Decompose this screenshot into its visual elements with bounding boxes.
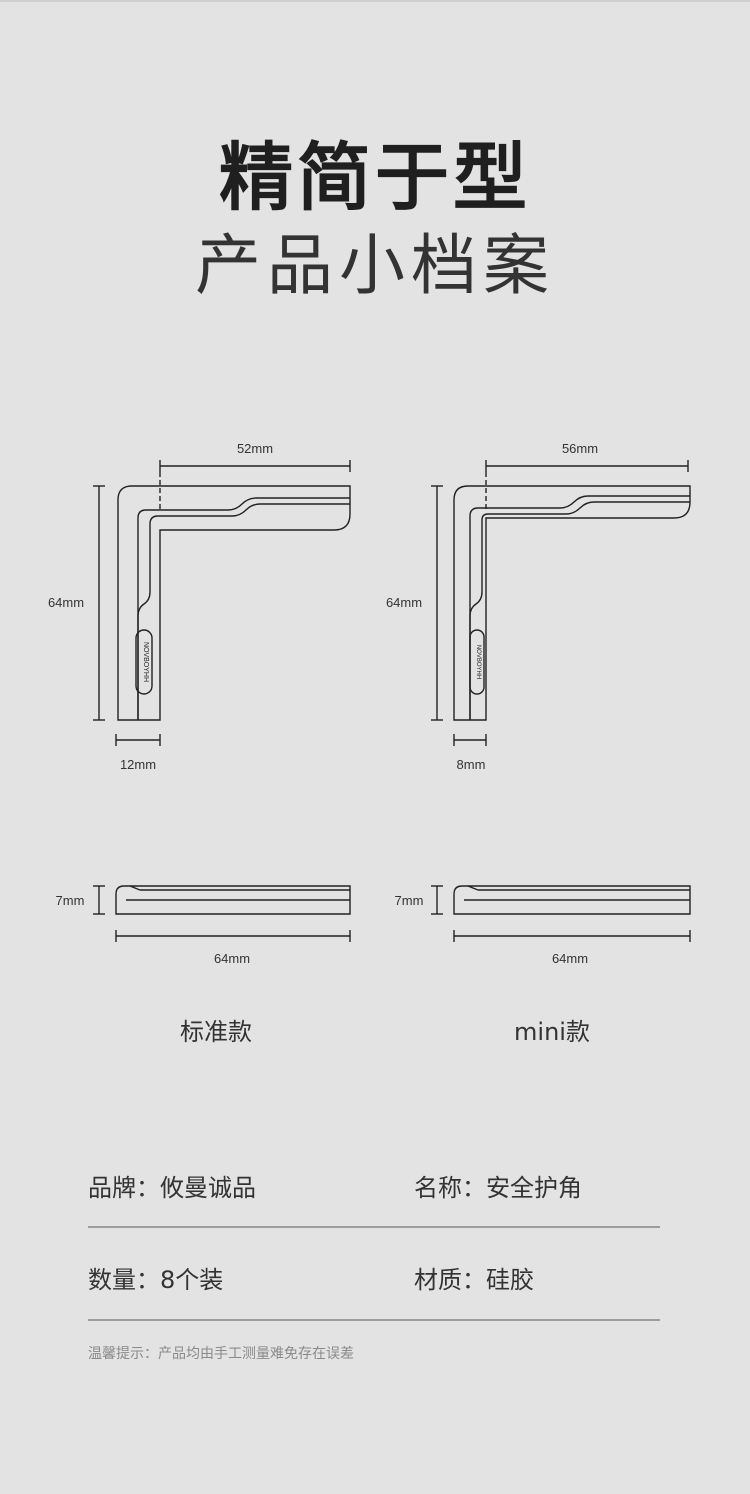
mini-thickness-label: 8mm: [457, 757, 486, 772]
standard-side-view: [115, 885, 351, 915]
top-border-line: [0, 0, 750, 2]
divider-2: [88, 1319, 660, 1321]
spec-name: 名称：安全护角: [414, 1168, 582, 1203]
standard-side-length-label: 64mm: [214, 951, 250, 966]
standard-thickness-label: 12mm: [120, 757, 156, 772]
spec-brand: 品牌：攸曼诚品: [88, 1168, 256, 1203]
product-dimension-diagram: NOVBOYHH NOVBOYHH: [48, 441, 691, 966]
standard-height-label: 64mm: [48, 595, 84, 610]
mini-side-view: [453, 885, 691, 915]
standard-width-label: 52mm: [237, 441, 273, 456]
spec-brand-label: 品牌：: [88, 1174, 160, 1202]
spec-quantity: 数量：8个装: [88, 1260, 223, 1295]
standard-corner-top-view: NOVBOYHH: [117, 485, 351, 721]
measurement-note: 温馨提示：产品均由手工测量难免存在误差: [88, 1346, 354, 1362]
mini-height-label: 64mm: [386, 595, 422, 610]
divider-1: [88, 1226, 660, 1228]
svg-text:NOVBOYHH: NOVBOYHH: [142, 642, 149, 682]
svg-text:NOVBOYHH: NOVBOYHH: [475, 645, 481, 679]
standard-variant-label: 标准款: [180, 1018, 252, 1046]
spec-material-label: 材质：: [414, 1266, 486, 1294]
mini-width-label: 56mm: [562, 441, 598, 456]
mini-side-length-label: 64mm: [552, 951, 588, 966]
standard-side-height-label: 7mm: [56, 893, 85, 908]
mini-side-height-label: 7mm: [395, 893, 424, 908]
mini-corner-top-view: NOVBOYHH: [453, 485, 691, 721]
spec-quantity-value: 8个装: [160, 1266, 224, 1294]
spec-brand-value: 攸曼诚品: [160, 1174, 256, 1202]
spec-quantity-label: 数量：: [88, 1266, 160, 1294]
spec-material: 材质：硅胶: [414, 1260, 534, 1295]
spec-material-value: 硅胶: [486, 1266, 534, 1294]
spec-name-label: 名称：: [414, 1174, 486, 1202]
page-subtitle: 产品小档案: [195, 227, 555, 304]
mini-variant-label: mini款: [514, 1018, 590, 1046]
spec-name-value: 安全护角: [486, 1174, 582, 1202]
page-title: 精简于型: [219, 135, 531, 221]
